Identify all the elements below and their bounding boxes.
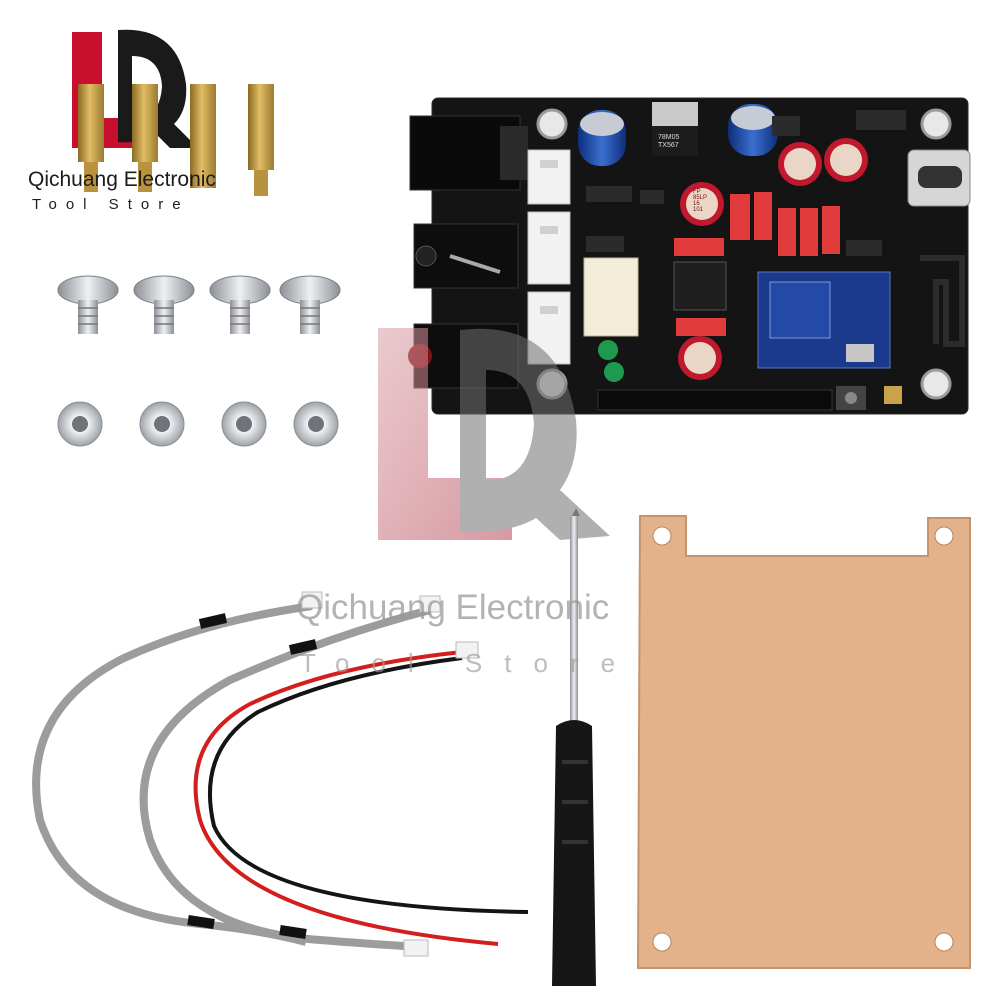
tact-switch (836, 386, 866, 410)
jst-connector (527, 149, 571, 365)
jumper-cable-icon (32, 591, 529, 957)
dac-chip (673, 261, 727, 311)
regulator-label: 78M05 TX567 (658, 134, 680, 149)
capacitor-label: FP 85LP 16 101 (693, 189, 708, 213)
bluetooth-audio-board (408, 97, 971, 415)
voltage-regulator (652, 102, 698, 156)
bluetooth-module (757, 271, 891, 369)
dc-jack (409, 115, 528, 191)
brand-tagline: Tool Store (32, 196, 190, 213)
watermark-tagline: Tool Store (300, 648, 638, 678)
nut-icon (57, 401, 339, 447)
pin-header (597, 389, 833, 411)
relay (583, 257, 639, 337)
usb-c-port (907, 149, 971, 207)
polymer-capacitor (678, 138, 868, 380)
brass-standoff-icon (78, 84, 274, 196)
screw-icon (57, 275, 341, 334)
pcb-antenna (920, 255, 965, 347)
screwdriver-icon (552, 508, 596, 986)
electrolytic-capacitor (578, 104, 778, 166)
audio-jack (413, 223, 519, 289)
film-capacitor (674, 192, 840, 336)
watermark-name: Qichuang Electronic (296, 588, 610, 627)
watermark-logo (378, 328, 610, 540)
acrylic-plate-icon (636, 515, 971, 969)
led (598, 340, 624, 382)
brand-name: Qichuang Electronic (28, 168, 216, 191)
